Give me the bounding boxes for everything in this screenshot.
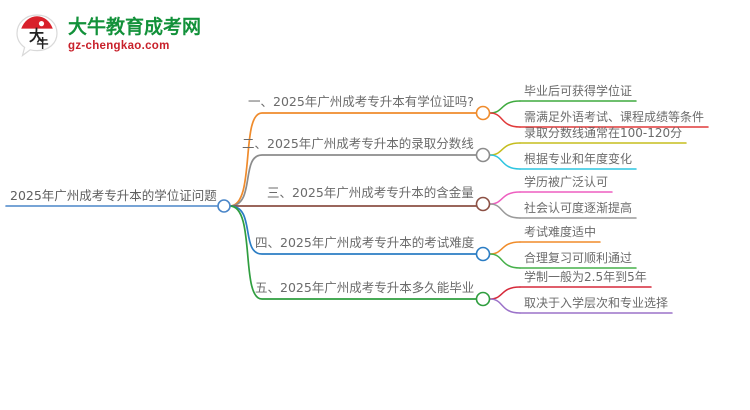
leaf-label-5-2: 取决于入学层次和专业选择 (524, 296, 669, 310)
branch-label-2: 二、2025年广州成考专升本的录取分数线 (242, 136, 474, 151)
branch-node-5[interactable] (475, 291, 491, 307)
logo-name-cn: 大牛教育成考网 (68, 15, 202, 38)
branch-node-2[interactable] (475, 147, 491, 163)
leaf-label-2-2: 根据专业和年度变化 (524, 152, 633, 166)
branch-label-5: 五、2025年广州成考专升本多久能毕业 (255, 280, 475, 295)
svg-text:牛: 牛 (36, 36, 48, 51)
logo-text: 大牛教育成考网 gz-chengkao.com (68, 15, 202, 53)
branch-label-4: 四、2025年广州成考专升本的考试难度 (255, 235, 475, 250)
leaf-label-2-1: 录取分数线通常在100-120分 (524, 126, 683, 140)
leaf-label-4-1: 考试难度适中 (524, 225, 597, 239)
branch-label-1: 一、2025年广州成考专升本有学位证吗? (248, 94, 474, 109)
branch-node-1[interactable] (475, 105, 491, 121)
branch-node-4[interactable] (475, 246, 491, 262)
leaf-label-3-1: 学历被广泛认可 (524, 175, 609, 189)
root-node[interactable] (217, 199, 231, 213)
branch-node-3[interactable] (475, 196, 491, 212)
root-topic-label: 2025年广州成考专升本的学位证问题 (10, 188, 217, 203)
leaf-label-1-1: 毕业后可获得学位证 (524, 84, 633, 98)
svg-text:大: 大 (29, 27, 44, 45)
leaf-label-5-1: 学制一般为2.5年到5年 (524, 270, 647, 284)
leaf-label-3-2: 社会认可度逐渐提高 (524, 201, 633, 215)
logo-domain: gz-chengkao.com (68, 39, 170, 52)
leaf-label-4-2: 合理复习可顺利通过 (524, 251, 633, 265)
leaf-label-1-2: 需满足外语考试、课程成绩等条件 (524, 110, 705, 124)
site-logo: 大 牛 大牛教育成考网 gz-chengkao.com (14, 10, 202, 60)
branch-label-3: 三、2025年广州成考专升本的含金量 (267, 185, 474, 200)
logo-mark-icon: 大 牛 (14, 12, 60, 58)
